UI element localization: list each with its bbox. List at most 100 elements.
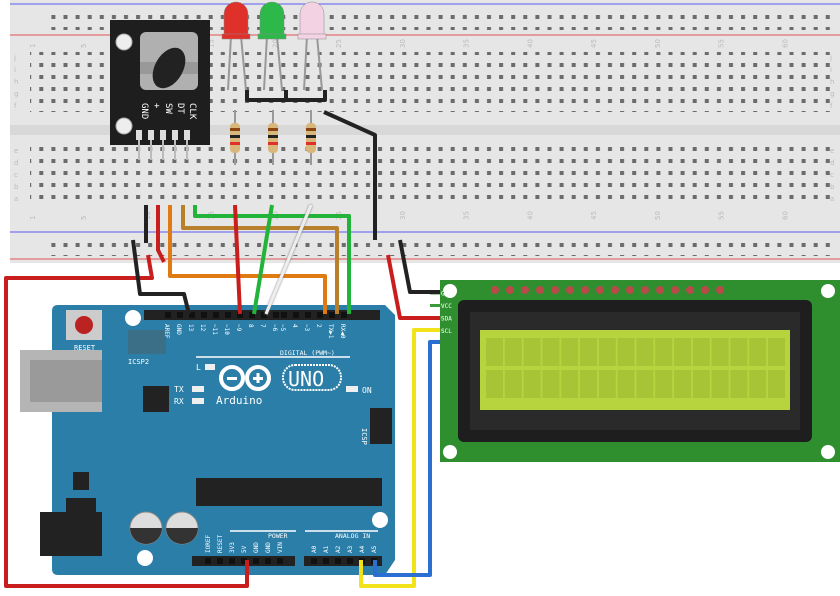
power-label: POWER [268,532,288,540]
header-pin[interactable] [165,312,171,318]
led-ground-bus-wire[interactable] [245,90,327,102]
wire-lcd-gnd-black[interactable] [398,239,440,294]
header-pin[interactable] [217,558,223,564]
column-number: 55 [718,39,726,48]
header-pin[interactable] [329,312,335,318]
digital-pin-label: ~3 [303,324,310,332]
analog-pin-label: A2 [335,545,342,553]
tx-label: TX [174,385,184,394]
arduino-logo-icon [219,365,271,391]
header-pin[interactable] [323,558,329,564]
row-letter: h [830,78,834,86]
header-pin[interactable] [277,558,283,564]
row-letter: e [830,147,834,155]
wire-lcd-sda-yellow[interactable] [359,328,440,588]
wires [4,110,440,588]
wire-led-ground-black[interactable] [323,110,377,240]
header-pin[interactable] [293,312,299,318]
column-number: 40 [526,39,534,48]
row-letter: i [830,66,832,74]
rx-label: RX [174,397,184,406]
row-letter: d [14,159,18,167]
icsp2-label: ICSP2 [128,358,149,366]
wire-lcd-vcc-red[interactable] [386,254,440,320]
header-pin[interactable] [281,312,287,318]
header-pin[interactable] [189,312,195,318]
row-letter: f [830,102,833,110]
digital-pin-label: GND [175,324,182,335]
analog-pin-label: A5 [371,545,378,553]
row-letter: j [829,54,832,62]
wire-lcd-scl-blue[interactable] [373,340,440,577]
header-pin[interactable] [341,312,347,318]
wire-led-white[interactable] [264,204,313,315]
led[interactable] [297,1,327,91]
row-letter: b [830,183,835,191]
row-letter: b [14,183,19,191]
header-pin[interactable] [347,558,353,564]
header-pin[interactable] [305,312,311,318]
wire-5v-red[interactable] [4,254,249,588]
row-letter: c [14,171,18,179]
header-pin[interactable] [213,312,219,318]
analog-pin-label: A4 [359,545,366,553]
wire-encoder-sw-orange[interactable] [168,205,327,314]
row-letter: a [14,195,18,203]
header-pin[interactable] [237,312,243,318]
digital-pin-label: 12 [199,324,206,332]
header-pin[interactable] [201,312,207,318]
header-pin[interactable] [273,312,279,318]
wire-gnd-black[interactable] [131,239,191,315]
led[interactable] [257,1,287,91]
column-number: 25 [335,39,343,48]
header-pin[interactable] [311,558,317,564]
column-number: 35 [463,39,471,48]
header-pin[interactable] [335,558,341,564]
uno-label: UNO [288,367,324,391]
header-pin[interactable] [249,312,255,318]
power-pin-label: VIN [277,542,284,553]
row-letter: j [13,54,16,62]
wire-encoder-dt-brown[interactable] [181,205,339,314]
row-letter: d [830,159,834,167]
header-pin[interactable] [177,312,183,318]
wire-led-green[interactable] [252,204,274,315]
wire-led-red[interactable] [233,204,242,315]
encoder-pin-label: GND [139,103,149,119]
digital-pin-label: ~5 [279,324,286,332]
header-pin[interactable] [205,558,211,564]
digital-pin-label: 7 [259,324,266,328]
header-pin[interactable] [241,558,247,564]
header-pin[interactable] [261,312,267,318]
row-letter: a [830,195,834,203]
header-pin[interactable] [317,312,323,318]
header-pin[interactable] [225,312,231,318]
wire-encoder-vcc-red[interactable] [156,205,166,263]
header-pin[interactable] [229,558,235,564]
analog-pin-label: A0 [311,545,318,553]
row-letter: g [830,90,834,98]
row-letter: e [14,147,18,155]
l-led-label: L [196,363,201,372]
row-letter: h [14,78,18,86]
digital-pin-label: 8 [247,324,254,328]
header-pin[interactable] [253,558,259,564]
on-label: ON [362,386,372,395]
digital-pin-label: AREF [163,324,170,339]
column-number: 5 [80,44,88,48]
column-number: 45 [590,39,598,48]
power-pin-label: GND [265,542,272,553]
digital-pin-label: ~9 [235,324,242,332]
arduino-brand: Arduino [216,394,262,407]
lcd-pin-label: SDA [441,316,452,323]
column-number: 45 [590,211,598,220]
header-pin[interactable] [265,558,271,564]
led[interactable] [221,1,251,91]
analog-in-label: ANALOG IN [335,532,370,540]
column-number: 30 [399,39,407,48]
lcd-pin-label: VCC [441,303,452,310]
column-number: 50 [654,211,662,220]
digital-pin-label: TX▶1 [327,324,334,339]
